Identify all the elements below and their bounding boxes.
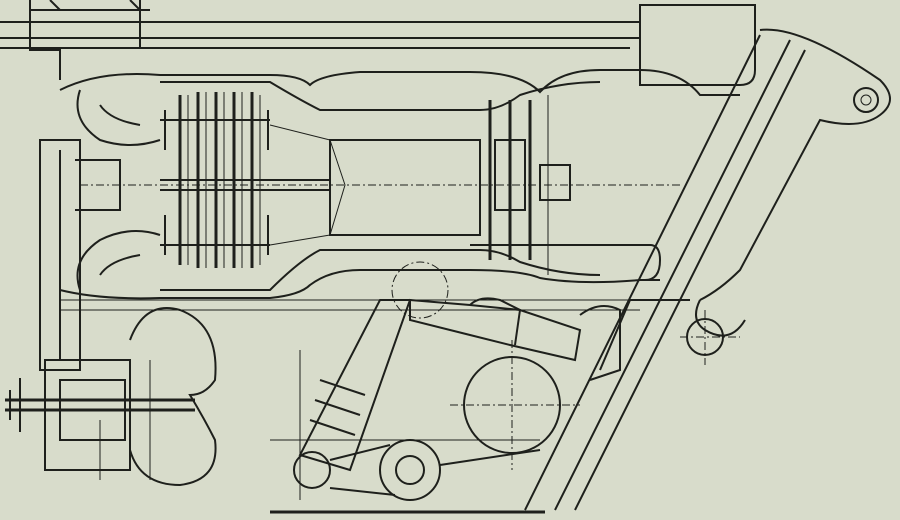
compressor-blades	[160, 92, 270, 268]
engine-casing	[59, 69, 740, 311]
shock-absorber	[293, 261, 449, 489]
gearbox	[5, 139, 217, 487]
shaft-section	[80, 124, 680, 246]
frame-beam	[270, 28, 891, 514]
linkage-assembly	[270, 297, 621, 501]
turbine-wheel	[488, 95, 571, 275]
top-frame	[0, 0, 756, 86]
